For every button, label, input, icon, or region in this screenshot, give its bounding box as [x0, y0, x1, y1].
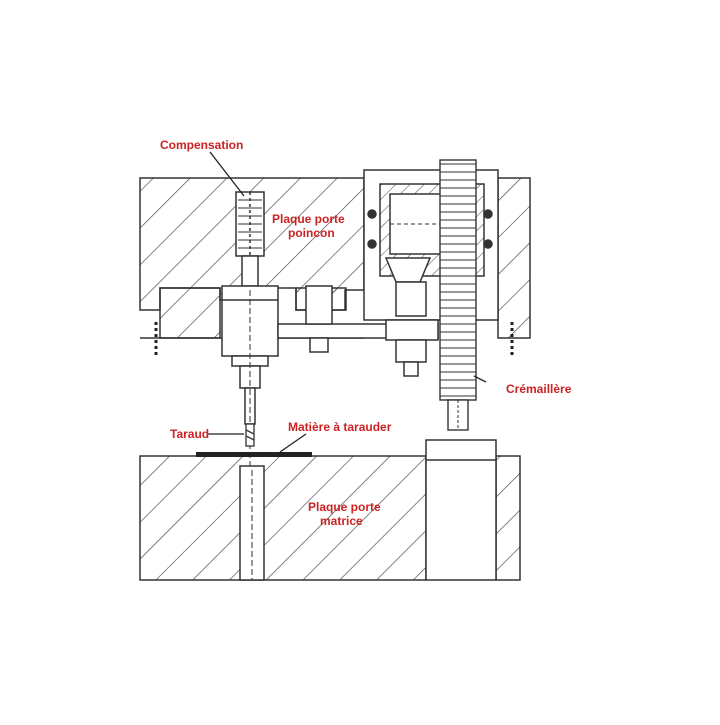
compensation-column — [235, 191, 265, 287]
label-plaque-porte-matrice-1: Plaque porte — [308, 500, 381, 514]
label-plaque-porte-poincon-1: Plaque porte — [272, 212, 345, 226]
tool-holder — [221, 285, 279, 470]
right-plate — [497, 177, 531, 339]
leader-lines — [208, 151, 487, 453]
label-plaque-porte-matrice-2: matrice — [320, 514, 363, 528]
rack-support-block — [425, 439, 497, 581]
label-matiere-a-tarauder: Matière à tarauder — [288, 420, 392, 434]
material-sheet — [196, 452, 312, 457]
diagram-labels: Compensation Plaque porte poincon Crémai… — [160, 138, 572, 528]
label-cremaillere: Crémaillère — [506, 382, 572, 396]
rack — [439, 159, 477, 431]
die-holder-plate — [139, 455, 521, 581]
label-taraud: Taraud — [170, 427, 209, 441]
label-plaque-porte-poincon-2: poincon — [288, 226, 335, 240]
gear-housing — [363, 169, 499, 377]
label-compensation: Compensation — [160, 138, 243, 152]
tap — [245, 423, 255, 447]
